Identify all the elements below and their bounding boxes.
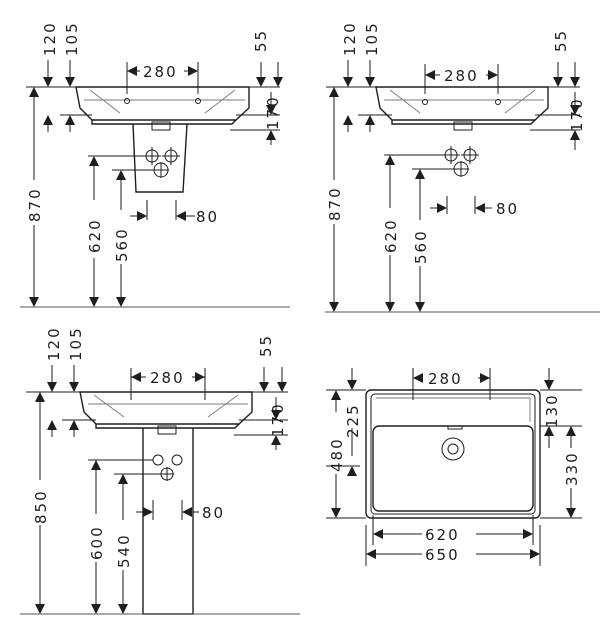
dim-650: 650	[425, 546, 460, 564]
dim-105: 105	[67, 326, 85, 361]
dim-540: 540	[115, 533, 133, 568]
dim-170: 170	[264, 95, 282, 130]
dim-80: 80	[202, 504, 225, 522]
dim-120: 120	[41, 21, 59, 56]
dim-480: 480	[328, 437, 346, 472]
dim-560: 560	[113, 227, 131, 262]
dim-280: 280	[150, 369, 185, 387]
front-view-wall: 120 105 280 55 170 870 620 560 80	[325, 21, 600, 313]
dim-170: 170	[269, 402, 287, 437]
top-view: 280 225 480 130 330 620 650	[326, 368, 582, 566]
dim-620: 620	[425, 526, 460, 544]
dim-120: 120	[341, 21, 359, 56]
dim-55: 55	[257, 334, 275, 357]
dim-105: 105	[363, 21, 381, 56]
dim-80: 80	[196, 208, 219, 226]
dim-560: 560	[412, 229, 430, 264]
front-view-pedestal: 120 105 280 55 170 870 620 560 80	[20, 21, 290, 308]
dim-280: 280	[444, 67, 479, 85]
dim-120: 120	[45, 326, 63, 361]
dim-870: 870	[26, 187, 44, 222]
front-view-full-pedestal: 120 105 280 55 170 850 600 540 80	[20, 326, 300, 615]
dim-600: 600	[88, 525, 106, 560]
dim-80: 80	[496, 200, 519, 218]
dim-620: 620	[86, 218, 104, 253]
dim-170: 170	[568, 97, 586, 132]
dim-55: 55	[252, 29, 270, 52]
dim-870: 870	[326, 186, 344, 221]
dim-105: 105	[63, 21, 81, 56]
dim-225: 225	[344, 403, 362, 438]
dim-280: 280	[428, 370, 463, 388]
dim-55: 55	[552, 29, 570, 52]
dim-130: 130	[543, 393, 561, 428]
dim-280: 280	[143, 63, 178, 81]
dim-620: 620	[382, 218, 400, 253]
dim-330: 330	[563, 451, 581, 486]
dim-850: 850	[32, 489, 50, 524]
